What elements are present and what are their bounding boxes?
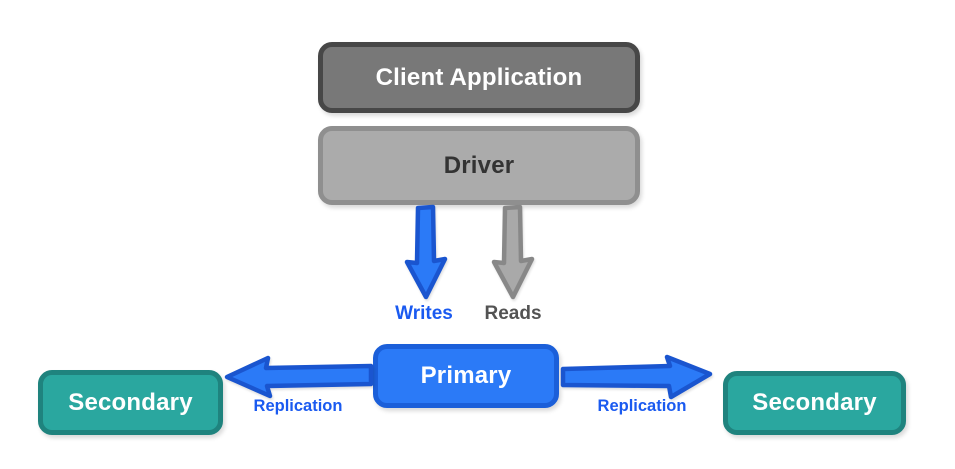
writes-edge-label: Writes [395,303,453,324]
secondary-left-node: Secondary [38,370,223,435]
driver-node: Driver [318,126,640,205]
secondary-left-label: Secondary [68,388,193,416]
client-application-label: Client Application [375,63,583,91]
replication-right-edge-label: Replication [597,397,687,415]
client-application-node: Client Application [318,42,640,113]
reads-arrow-icon [491,204,535,300]
primary-node: Primary [373,344,559,408]
primary-label: Primary [420,362,512,389]
replication-right-arrow-icon [560,354,713,400]
reads-edge-label: Reads [484,303,542,324]
replication-left-edge-label: Replication [253,397,343,415]
secondary-right-node: Secondary [723,371,906,435]
secondary-right-label: Secondary [752,389,877,416]
driver-label: Driver [443,151,515,179]
writes-arrow-icon [404,204,448,300]
replication-left-arrow-icon [224,355,374,399]
